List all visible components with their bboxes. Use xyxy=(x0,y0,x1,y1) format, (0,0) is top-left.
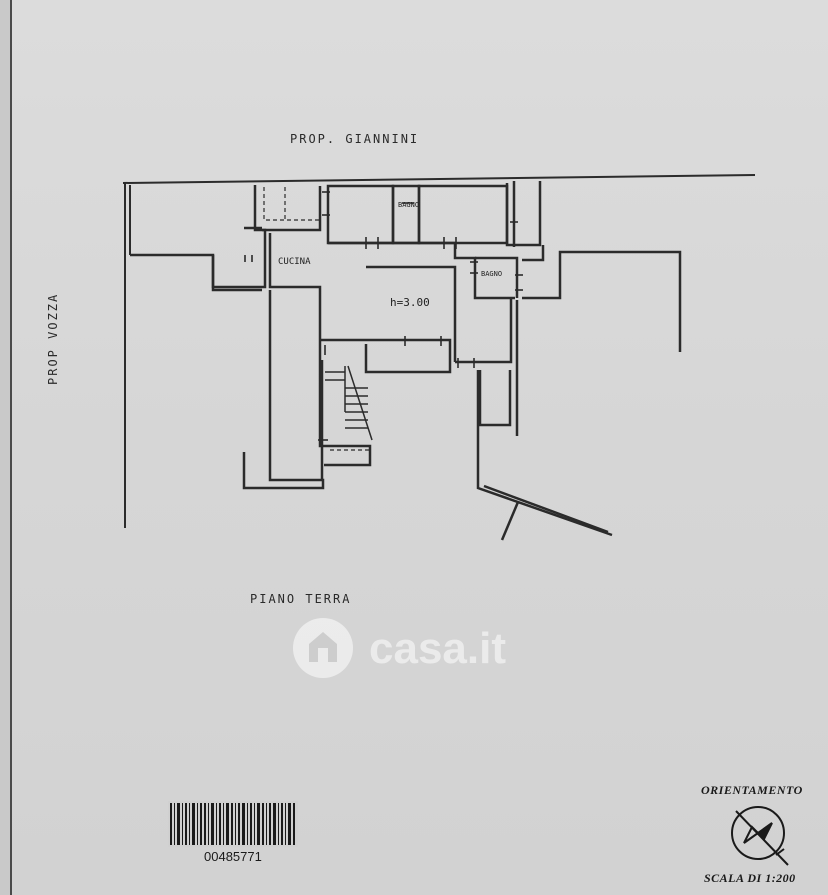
owner-top-label: PROP. GIANNINI xyxy=(290,132,420,146)
staircase xyxy=(325,365,373,441)
property-boundary xyxy=(122,174,756,528)
watermark-brand: casa.it xyxy=(369,624,506,673)
house-icon xyxy=(309,632,337,662)
room-label-bagno-1: BAGNO xyxy=(398,201,420,209)
room-label-bagno-2: BAGNO xyxy=(481,270,503,278)
ceiling-height-note: h=3.00 xyxy=(390,296,430,309)
building-walls xyxy=(130,181,682,541)
room-label-cucina: CUCINA xyxy=(278,257,311,267)
compass-icon xyxy=(731,806,789,866)
floor-plan-sheet xyxy=(10,0,828,895)
floor-level-label: PIANO TERRA xyxy=(250,592,352,606)
casa-it-watermark: casa.it xyxy=(293,618,543,680)
scale-label: SCALA DI 1:200 xyxy=(704,871,796,885)
owner-left-label: PROP VOZZA xyxy=(46,292,60,385)
orientation-label: ORIENTAMENTO xyxy=(701,783,803,797)
barcode-number: 00485771 xyxy=(204,849,262,864)
barcode-icon xyxy=(168,801,298,847)
dashed-lines xyxy=(263,187,371,465)
door-marks xyxy=(244,191,523,441)
